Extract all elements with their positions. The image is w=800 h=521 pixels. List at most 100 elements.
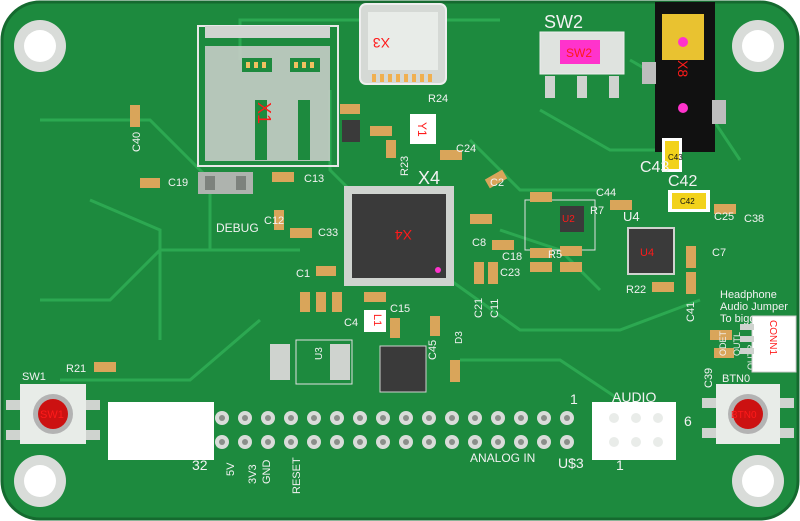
header-pin-hole bbox=[564, 415, 570, 421]
header-pin-hole bbox=[334, 415, 340, 421]
header-pin-hole bbox=[541, 439, 547, 445]
headphone-jack-x8: X8 bbox=[642, 2, 726, 152]
header-pin-hole bbox=[311, 439, 317, 445]
svg-text:C43: C43 bbox=[668, 153, 683, 162]
svg-text:C23: C23 bbox=[500, 267, 520, 279]
push-button-sw1[interactable]: SW1 SW1 bbox=[6, 371, 100, 444]
header-pin-hole bbox=[541, 415, 547, 421]
svg-text:C43: C43 bbox=[640, 159, 669, 176]
x3-ref: X3 bbox=[373, 35, 390, 51]
header-pin-hole bbox=[357, 415, 363, 421]
btn0-ref: BTN0 bbox=[731, 410, 757, 421]
pin-header-32: 1 32 AUDIO 6 1 5V 3V3 GND RESET ANALOG I… bbox=[108, 389, 692, 494]
svg-text:OUTR: OUTR bbox=[746, 344, 756, 370]
sd-card-slot-x1: X1 DEBUG bbox=[197, 25, 339, 235]
pin-1b-label: 1 bbox=[616, 457, 624, 473]
pin-32-label: 32 bbox=[192, 457, 208, 473]
audio-header-pin bbox=[609, 413, 619, 423]
svg-text:R21: R21 bbox=[66, 363, 86, 375]
header-pin-hole bbox=[495, 415, 501, 421]
header-pin-hole bbox=[472, 415, 478, 421]
header-pin-hole bbox=[334, 439, 340, 445]
push-button-btn0[interactable]: BTN0 BTN0 bbox=[702, 373, 794, 444]
slide-switch-sw2[interactable]: SW2 SW2 bbox=[539, 12, 625, 98]
header-pin-hole bbox=[288, 439, 294, 445]
header-pins bbox=[215, 411, 663, 449]
header-pin-hole bbox=[380, 439, 386, 445]
header-pin-hole bbox=[403, 439, 409, 445]
x8-ref: X8 bbox=[675, 60, 691, 77]
header-pin-hole bbox=[426, 439, 432, 445]
svg-text:C1: C1 bbox=[296, 268, 310, 280]
y1-ref: Y1 bbox=[415, 122, 429, 137]
svg-text:C15: C15 bbox=[390, 303, 410, 315]
header-pin-hole bbox=[265, 439, 271, 445]
svg-text:C8: C8 bbox=[472, 237, 486, 249]
x1-ref: X1 bbox=[254, 102, 274, 124]
svg-text:C44: C44 bbox=[596, 187, 616, 199]
header-pin-hole bbox=[403, 415, 409, 421]
header-pin-hole bbox=[311, 415, 317, 421]
crystal-y1: Y1 bbox=[410, 114, 436, 144]
connector-conn1: CONN1 bbox=[740, 315, 797, 373]
sw1-silk-label: SW1 bbox=[22, 371, 46, 383]
svg-text:C45: C45 bbox=[427, 340, 439, 360]
pin-reset-label: RESET bbox=[291, 457, 303, 494]
header-pin-hole bbox=[518, 439, 524, 445]
pin-1-label: 1 bbox=[570, 391, 578, 407]
sw1-ref: SW1 bbox=[40, 409, 64, 421]
svg-text:C13: C13 bbox=[304, 173, 324, 185]
svg-text:C42: C42 bbox=[668, 173, 697, 190]
pin-3v3-label: 3V3 bbox=[247, 464, 259, 484]
audio-header-pin bbox=[631, 413, 641, 423]
svg-text:C11: C11 bbox=[489, 299, 501, 318]
svg-text:C18: C18 bbox=[502, 251, 522, 263]
header-pin-hole bbox=[219, 415, 225, 421]
svg-text:C42: C42 bbox=[680, 197, 695, 206]
pin-6-label: 6 bbox=[684, 413, 692, 429]
audio-header-pin bbox=[653, 437, 663, 447]
svg-text:C21: C21 bbox=[473, 298, 485, 318]
svg-text:C7: C7 bbox=[712, 247, 726, 259]
svg-text:R24: R24 bbox=[428, 93, 448, 105]
svg-text:R22: R22 bbox=[626, 284, 646, 296]
header-pin-hole bbox=[564, 439, 570, 445]
d3-label: D3 bbox=[454, 331, 465, 344]
svg-text:C41: C41 bbox=[685, 302, 697, 322]
header-pin-hole bbox=[518, 415, 524, 421]
x4-silk-label: X4 bbox=[418, 168, 440, 188]
sw2-silk-label: SW2 bbox=[544, 12, 583, 32]
regulator-u3: U3 L1 D3 bbox=[270, 310, 465, 393]
header-pin-hole bbox=[242, 439, 248, 445]
usb-c-connector-x3: X3 bbox=[359, 3, 447, 85]
analog-in-label: ANALOG IN bbox=[470, 451, 535, 465]
header-pin-hole bbox=[265, 415, 271, 421]
btn0-silk-label: BTN0 bbox=[722, 373, 750, 385]
u4-silk-label: U4 bbox=[623, 209, 640, 224]
svg-text:C12: C12 bbox=[264, 215, 284, 227]
x4-ref: X4 bbox=[395, 227, 412, 243]
header-pin-hole bbox=[288, 415, 294, 421]
l1-ref: L1 bbox=[371, 314, 383, 326]
audio-label: AUDIO bbox=[612, 389, 656, 405]
svg-text:C25: C25 bbox=[714, 211, 734, 223]
headphone-note-line-1: Headphone bbox=[720, 289, 777, 301]
svg-text:OUTL: OUTL bbox=[732, 332, 742, 356]
svg-text:C4: C4 bbox=[344, 317, 358, 329]
header-pin-hole bbox=[449, 415, 455, 421]
svg-text:C24: C24 bbox=[456, 143, 476, 155]
header-pin-hole bbox=[242, 415, 248, 421]
header-pin-hole bbox=[472, 439, 478, 445]
conn1-ref: CONN1 bbox=[767, 320, 778, 355]
u2-ref: U2 bbox=[562, 214, 575, 225]
header-pin-hole bbox=[380, 415, 386, 421]
u4-ref: U4 bbox=[640, 247, 654, 259]
debug-label: DEBUG bbox=[216, 221, 259, 235]
audio-header-pin bbox=[653, 413, 663, 423]
svg-text:ODET: ODET bbox=[718, 330, 728, 356]
u3-header-label: U$3 bbox=[558, 455, 584, 471]
pin-5v-label: 5V bbox=[225, 462, 237, 476]
svg-text:C19: C19 bbox=[168, 177, 188, 189]
amplifier-u4: U4 U4 bbox=[623, 209, 675, 275]
